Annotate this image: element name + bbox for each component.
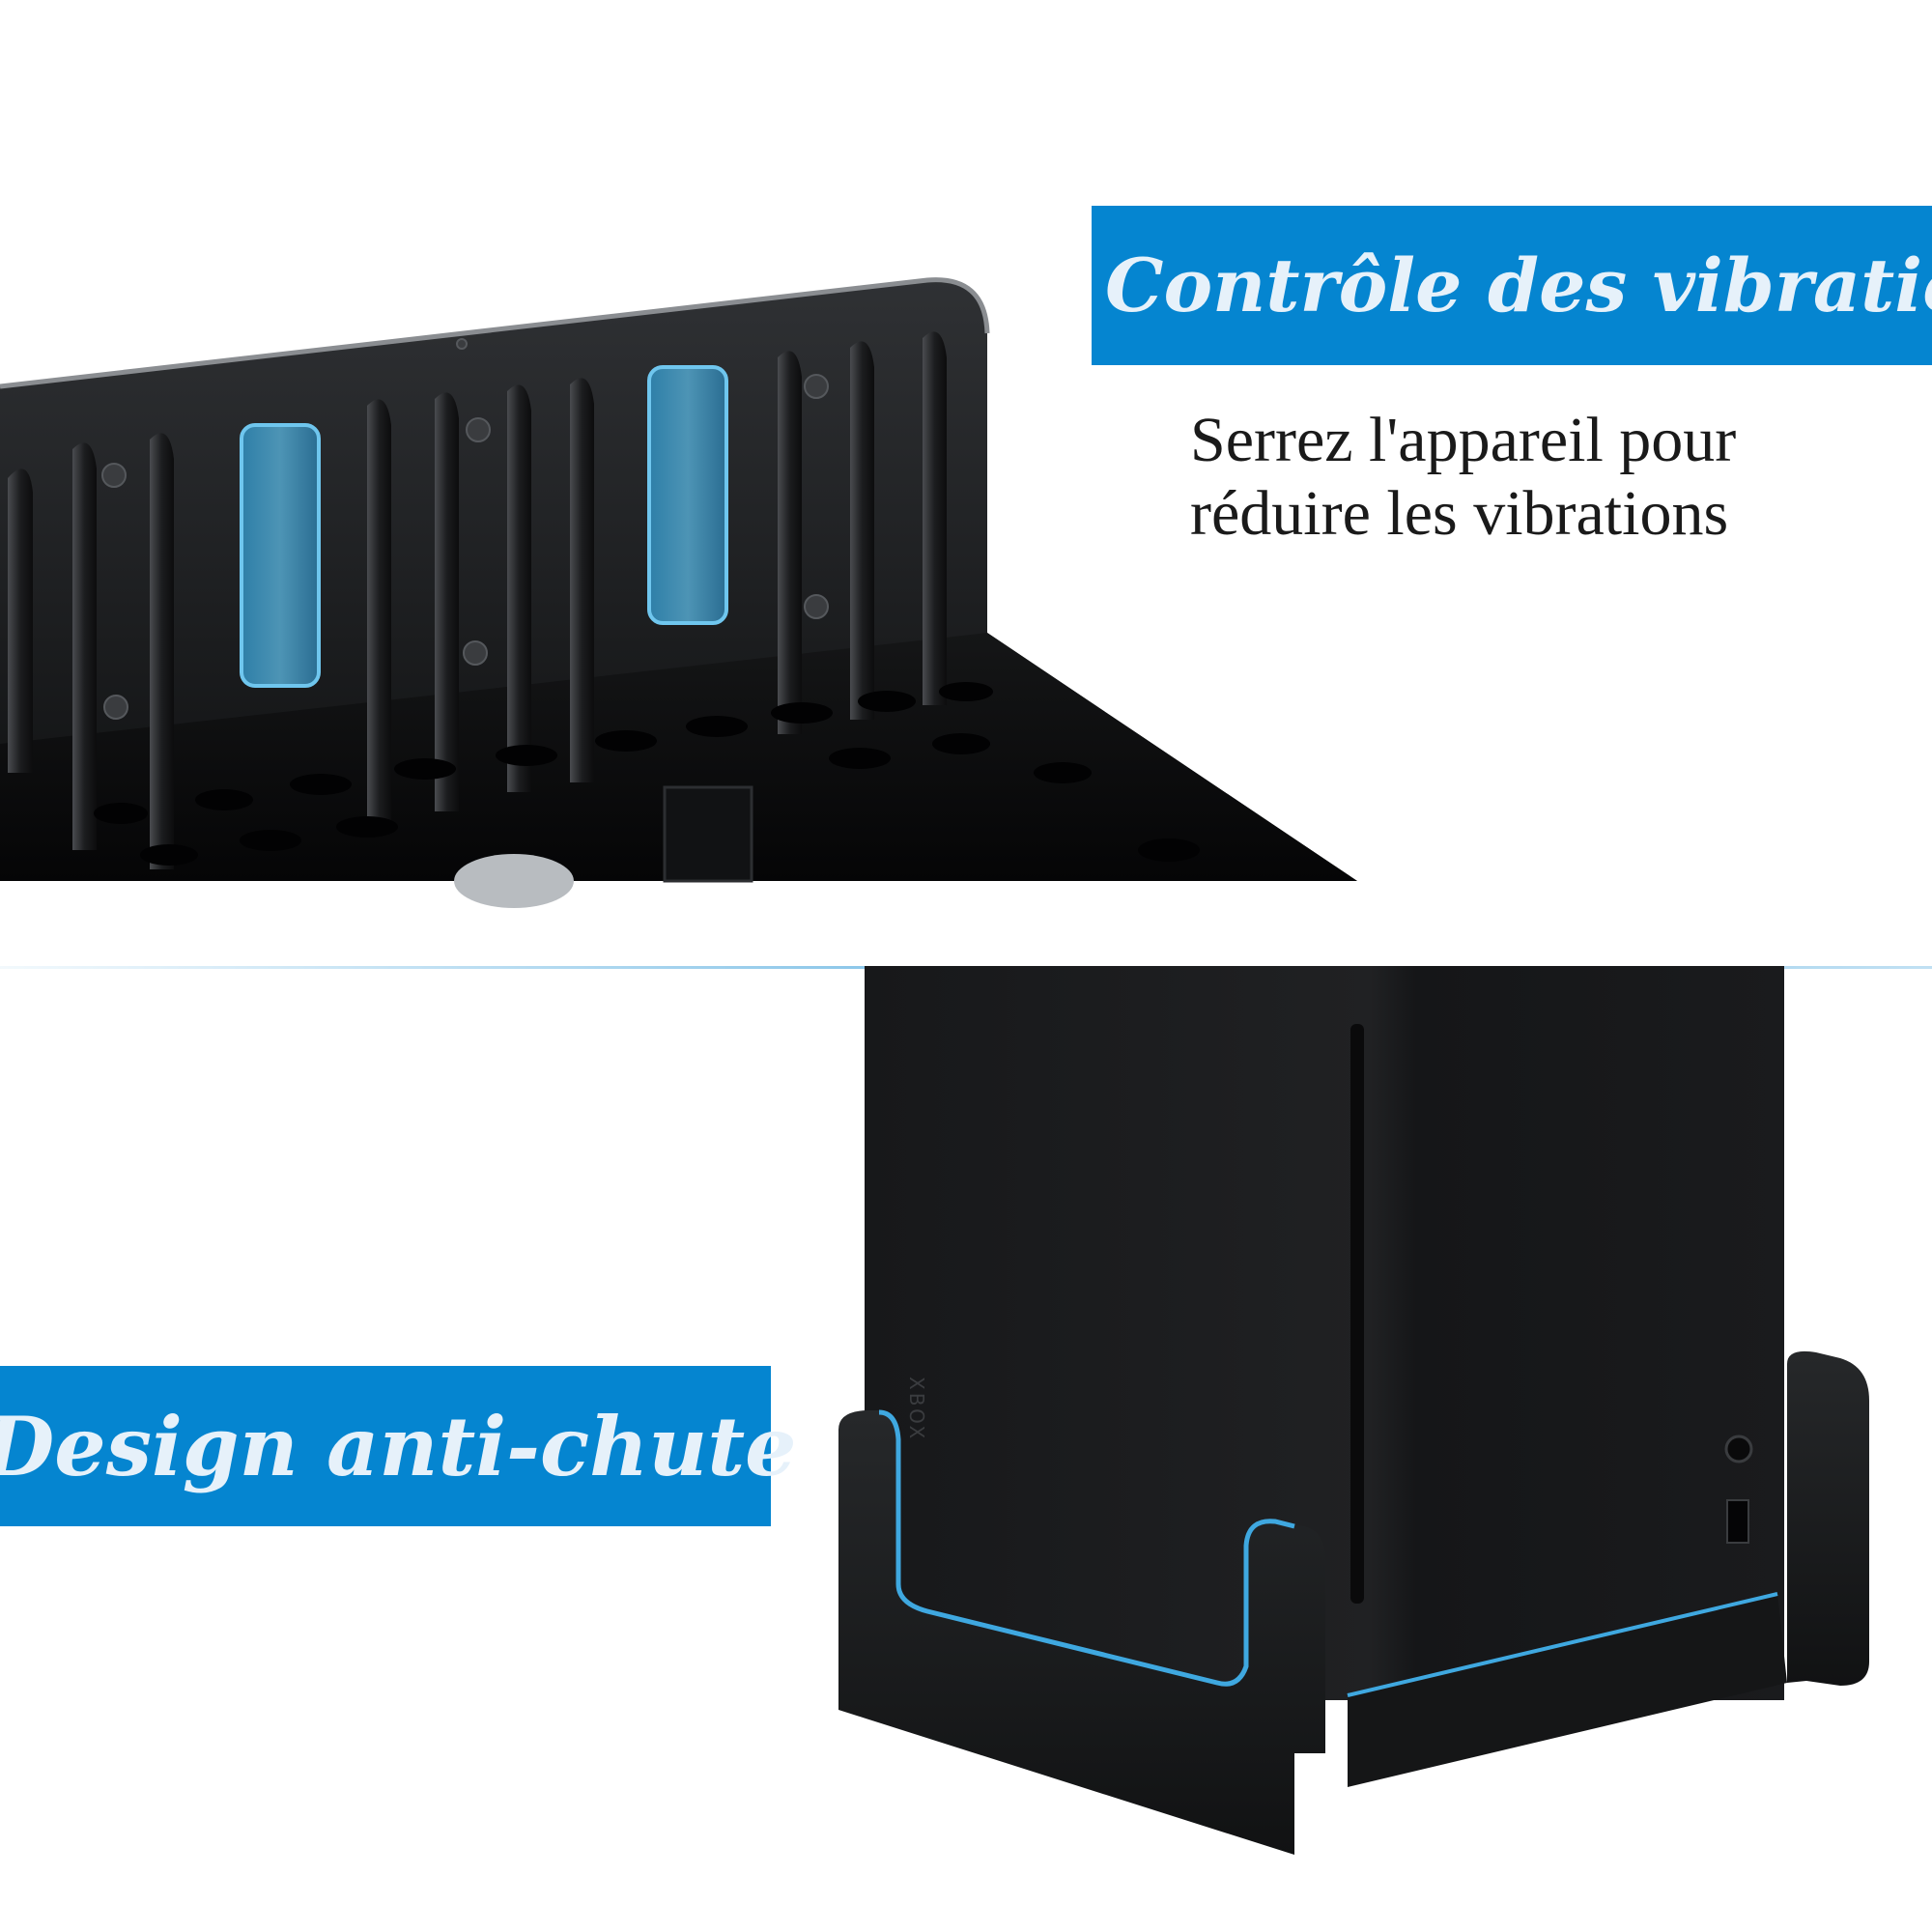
mount-shelf	[0, 633, 1357, 881]
vent-holes	[94, 682, 1200, 866]
damping-pad-right	[647, 365, 728, 625]
anti-fall-banner: Design anti-chute	[0, 1366, 797, 1526]
vibration-control-title: Contrôle des vibrations	[1105, 242, 1932, 328]
front-cradle	[838, 1410, 1325, 1855]
disc-slot	[1350, 1024, 1364, 1604]
screw-holes	[101, 338, 829, 720]
plate-edge-highlight	[0, 277, 990, 389]
rear-cradle-post	[1787, 1350, 1869, 1686]
vibration-control-panel: Contrôle des vibrations Serrez l'apparei…	[0, 206, 1932, 908]
cradle-base-blue-edge	[1347, 1592, 1778, 1697]
cradle-blue-edge	[878, 1409, 1295, 1687]
mount-closeup-illustration	[0, 277, 1357, 908]
vibration-control-description: Serrez l'appareil pour réduire les vibra…	[1190, 404, 1905, 551]
description-line-2: réduire les vibrations	[1190, 478, 1729, 549]
anti-fall-title: Design anti-chute	[0, 1398, 797, 1494]
vibration-control-banner: Contrôle des vibrations	[1092, 206, 1932, 365]
console-mount-illustration: XBOX	[838, 966, 1869, 1855]
center-knob	[454, 854, 574, 908]
usb-port	[1726, 1499, 1749, 1544]
damping-pad-left	[240, 423, 321, 688]
shelf-slot	[663, 785, 753, 883]
mount-ribs	[8, 331, 947, 869]
power-button-icon	[1724, 1435, 1753, 1463]
console-logo: XBOX	[905, 1377, 928, 1441]
description-line-1: Serrez l'appareil pour	[1190, 405, 1737, 475]
cradle-base	[1348, 1594, 1787, 1787]
anti-fall-panel: XBOX Design anti-chute	[0, 966, 1932, 1932]
